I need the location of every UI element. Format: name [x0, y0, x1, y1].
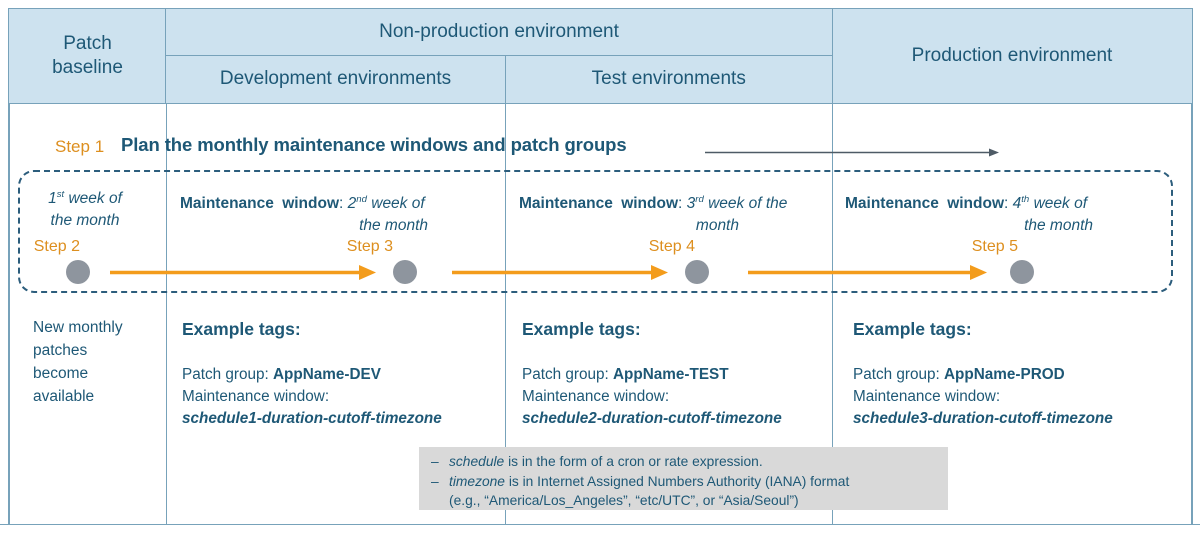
note-line-timezone: – timezone is in Internet Assigned Numbe…	[419, 472, 948, 492]
baseline-week-line2: the month	[50, 212, 120, 230]
example-tags-prod: Example tags: Patch group: AppName-PROD …	[853, 318, 1113, 430]
example-tags-dev-mw-value: schedule1-duration-cutoff-timezone	[182, 410, 442, 427]
baseline-week-text: 1st week of the month	[24, 184, 146, 232]
maintenance-window-prod: Maintenance window: 4th week of the mont…	[845, 189, 1107, 237]
column-border-left	[8, 103, 10, 524]
step-5-marker	[1010, 260, 1034, 284]
note-line-schedule: – schedule is in the form of a cron or r…	[419, 452, 948, 472]
maintenance-window-dev-line1: Maintenance window: 2nd week of	[180, 194, 425, 213]
maintenance-window-dev: Maintenance window: 2nd week of the mont…	[180, 189, 480, 237]
example-tags-test-patch-group: Patch group: AppName-TEST	[522, 366, 729, 383]
dash-bullet: –	[431, 473, 439, 489]
column-border-test-prod	[831, 103, 833, 524]
header-patch-baseline: Patch baseline	[8, 8, 167, 104]
example-tags-prod-mw-value: schedule3-duration-cutoff-timezone	[853, 410, 1113, 427]
step-1-title: Plan the monthly maintenance windows and…	[121, 134, 627, 155]
schedule-timezone-note: – schedule is in the form of a cron or r…	[419, 447, 948, 510]
step-3-label: Step 3	[346, 238, 393, 255]
maintenance-window-test-line2: month	[695, 217, 739, 235]
baseline-week-line1: 1st week of	[48, 189, 122, 208]
example-tags-dev-patch-group: Patch group: AppName-DEV	[182, 366, 381, 383]
maintenance-window-prod-line2: the month	[1024, 217, 1093, 235]
step1-flow-arrow	[705, 148, 999, 157]
step-3-marker	[393, 260, 417, 284]
maintenance-window-dev-line2: the month	[359, 217, 428, 235]
step-2-marker	[66, 260, 90, 284]
step-2-label: Step 2	[33, 238, 80, 255]
maintenance-window-prod-line1: Maintenance window: 4th week of	[845, 194, 1088, 213]
example-tags-test-mw-label: Maintenance window:	[522, 388, 670, 405]
example-tags-test-mw-value: schedule2-duration-cutoff-timezone	[522, 410, 782, 427]
header-production-environment: Production environment	[831, 8, 1193, 104]
header-test-environments: Test environments	[504, 54, 833, 104]
header-non-production-environment: Non-production environment	[165, 8, 833, 56]
example-tags-dev-heading: Example tags:	[182, 319, 301, 339]
example-tags-prod-patch-group: Patch group: AppName-PROD	[853, 366, 1065, 383]
example-tags-test-heading: Example tags:	[522, 319, 641, 339]
maintenance-window-test-line1: Maintenance window: 3rd week of the	[519, 194, 788, 213]
example-tags-prod-mw-label: Maintenance window:	[853, 388, 1001, 405]
dash-bullet: –	[431, 454, 439, 469]
step-5-label: Step 5	[971, 238, 1018, 255]
column-border-dev-test	[504, 103, 506, 524]
diagram-bottom-border	[0, 523, 1200, 525]
step-4-label: Step 4	[648, 238, 695, 255]
column-border-right	[1191, 103, 1193, 524]
note-line-examples: (e.g., “America/Los_Angeles”, “etc/UTC”,…	[449, 493, 799, 508]
column-border-baseline-dev	[165, 103, 167, 524]
maintenance-window-dashed-region	[18, 170, 1173, 293]
header-development-environments: Development environments	[165, 54, 506, 104]
step-4-marker	[685, 260, 709, 284]
example-tags-test: Example tags: Patch group: AppName-TEST …	[522, 318, 782, 430]
example-tags-dev-mw-label: Maintenance window:	[182, 388, 330, 405]
example-tags-dev: Example tags: Patch group: AppName-DEV M…	[182, 318, 442, 430]
maintenance-window-test: Maintenance window: 3rd week of the mont…	[519, 189, 831, 237]
step-1-label: Step 1	[55, 137, 105, 156]
example-tags-prod-heading: Example tags:	[853, 319, 972, 339]
new-monthly-patches-text: New monthly patches become available	[33, 319, 123, 405]
